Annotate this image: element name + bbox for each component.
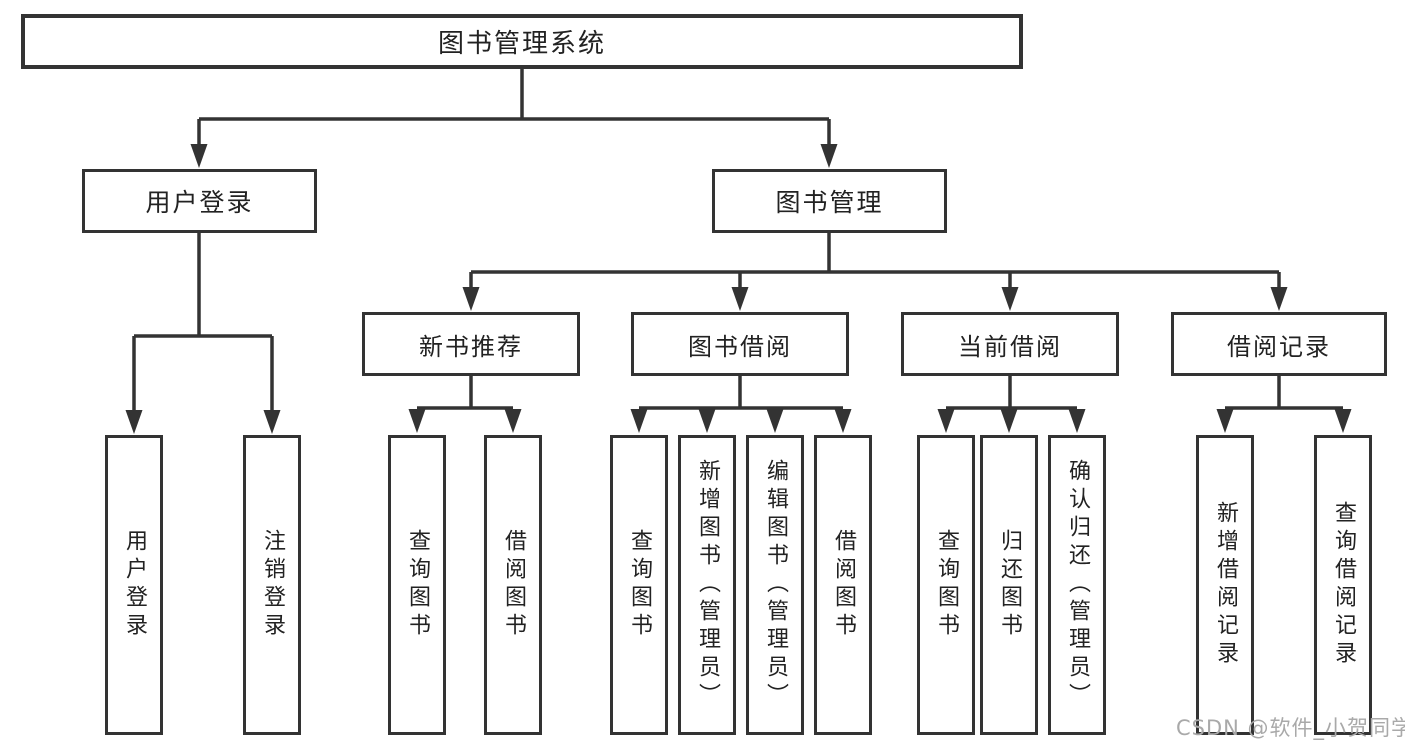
node-current-borrow-label: 当前借阅 [958, 332, 1062, 361]
leaf-query-borrow-record: 查询借阅记录 [1314, 435, 1372, 735]
leaf-user-login: 用户登录 [105, 435, 163, 735]
leaf-logout-label: 注销登录 [260, 529, 285, 641]
leaf-add-book-admin: 新增图书（管理员） [678, 435, 736, 735]
leaf-borrow-books: 借阅图书 [814, 435, 872, 735]
arrowhead [190, 144, 208, 168]
watermark: CSDN @软件_小贺同学 [1176, 716, 1405, 740]
node-borrow-records: 借阅记录 [1171, 312, 1387, 376]
leaf-query-books-recommend-label: 查询图书 [405, 529, 430, 641]
node-book-management: 图书管理 [712, 169, 947, 233]
leaf-add-borrow-record-label: 新增借阅记录 [1213, 501, 1238, 669]
leaf-user-login-label: 用户登录 [122, 529, 147, 641]
leaf-return-book-label: 归还图书 [997, 529, 1022, 641]
node-book-borrow-label: 图书借阅 [688, 332, 792, 361]
arrowhead [1270, 287, 1288, 311]
leaf-add-borrow-record: 新增借阅记录 [1196, 435, 1254, 735]
arrowhead [820, 144, 838, 168]
arrowhead [937, 409, 955, 433]
leaf-query-books-recommend: 查询图书 [388, 435, 446, 735]
node-user-login-label: 用户登录 [145, 188, 254, 217]
node-book-borrow: 图书借阅 [631, 312, 849, 376]
arrowhead [766, 409, 784, 433]
node-current-borrow: 当前借阅 [901, 312, 1119, 376]
arrowhead [1000, 409, 1018, 433]
node-new-book-recommend-label: 新书推荐 [419, 332, 523, 361]
arrowhead [630, 409, 648, 433]
arrowhead [1001, 287, 1019, 311]
leaf-query-books-current: 查询图书 [917, 435, 975, 735]
arrowhead [263, 410, 281, 434]
leaf-return-book: 归还图书 [980, 435, 1038, 735]
node-root: 图书管理系统 [21, 14, 1023, 69]
node-root-label: 图书管理系统 [437, 29, 606, 59]
leaf-borrow-books-recommend-label: 借阅图书 [501, 529, 526, 641]
arrowhead [504, 409, 522, 433]
leaf-confirm-return-admin: 确认归还（管理员） [1048, 435, 1106, 735]
node-borrow-records-label: 借阅记录 [1227, 332, 1331, 361]
leaf-borrow-books-label: 借阅图书 [831, 529, 856, 641]
leaf-query-books-current-label: 查询图书 [934, 529, 959, 641]
leaf-borrow-books-recommend: 借阅图书 [484, 435, 542, 735]
arrowhead [1334, 409, 1352, 433]
arrowhead [462, 287, 480, 311]
arrowhead [125, 410, 143, 434]
arrowhead [698, 409, 716, 433]
arrowhead [1068, 409, 1086, 433]
node-book-management-label: 图书管理 [775, 188, 884, 217]
node-user-login: 用户登录 [82, 169, 317, 233]
arrowhead [1216, 409, 1234, 433]
leaf-edit-book-admin-label: 编辑图书（管理员） [763, 459, 788, 711]
node-new-book-recommend: 新书推荐 [362, 312, 580, 376]
arrowhead [731, 287, 749, 311]
leaf-edit-book-admin: 编辑图书（管理员） [746, 435, 804, 735]
leaf-logout: 注销登录 [243, 435, 301, 735]
leaf-query-books-borrow: 查询图书 [610, 435, 668, 735]
leaf-query-books-borrow-label: 查询图书 [627, 529, 652, 641]
arrowhead [834, 409, 852, 433]
leaf-confirm-return-admin-label: 确认归还（管理员） [1065, 459, 1090, 711]
leaf-query-borrow-record-label: 查询借阅记录 [1331, 501, 1356, 669]
leaf-add-book-admin-label: 新增图书（管理员） [695, 459, 720, 711]
arrowhead [408, 409, 426, 433]
